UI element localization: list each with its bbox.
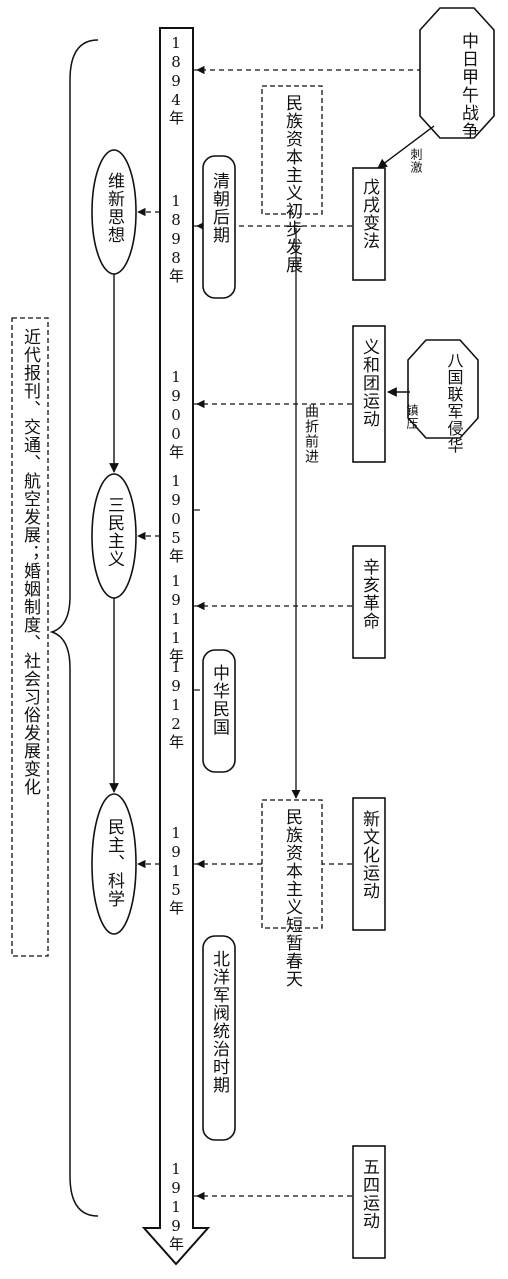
year-label-1894: 1894年	[167, 34, 185, 126]
three-principles-node	[91, 473, 137, 599]
republic-of-china-label: 中华民国	[209, 664, 230, 736]
new-culture-movement-node	[352, 797, 386, 931]
year-ticks	[193, 69, 200, 1197]
hundred-days-reform-label: 戊戌变法	[359, 178, 380, 250]
sino-japanese-war-label: 中日甲午战争	[458, 32, 479, 140]
stimulate-label: 刺激	[409, 148, 423, 174]
beiyang-warlords-node	[202, 935, 236, 1141]
initial-capitalism-label: 民族资本主义初步发展	[282, 94, 303, 274]
brief-spring-node	[261, 799, 323, 929]
year-label-1912: 1912年	[167, 658, 185, 750]
society-summary-label: 近代报刊、交通、航空发展；婚姻制度、社会习俗发展变化	[20, 328, 41, 796]
boxer-movement-node	[352, 325, 386, 463]
democracy-science-label: 民主、科学	[104, 818, 125, 908]
new-culture-movement-label: 新文化运动	[359, 810, 380, 900]
boxer-movement-label: 义和团运动	[359, 338, 380, 428]
year-label-1919: 1919年	[167, 1160, 185, 1252]
year-label-1905: 1905年	[167, 472, 185, 564]
left-brace	[49, 39, 99, 1217]
timeline-arrow	[141, 27, 211, 1266]
may-fourth-movement-node	[352, 1145, 386, 1259]
eight-nation-alliance-node	[407, 339, 479, 439]
eight-nation-alliance-label: 八国联军侵华	[445, 352, 464, 454]
republic-of-china-node	[202, 649, 236, 773]
late-qing-period-node	[202, 155, 236, 299]
sino-japanese-war-node	[419, 7, 495, 139]
tortuous-progress-label: 曲折前进	[303, 404, 319, 464]
year-label-1911: 1911年	[167, 572, 185, 664]
beiyang-warlords-label: 北洋军阀统治时期	[209, 950, 230, 1094]
reform-thought-label: 维新思想	[104, 172, 125, 244]
xinhai-revolution-label: 辛亥革命	[359, 558, 380, 630]
society-summary-node	[11, 317, 49, 957]
year-label-1898: 1898年	[167, 192, 185, 284]
three-principles-label: 三民主义	[104, 496, 125, 568]
xinhai-revolution-node	[352, 545, 386, 659]
late-qing-period-label: 清朝后期	[209, 172, 230, 244]
democracy-science-node	[91, 793, 137, 935]
may-fourth-movement-label: 五四运动	[359, 1158, 380, 1230]
suppress-label: 镇压	[405, 404, 419, 430]
year-label-1915: 1915年	[167, 824, 185, 916]
stimulate-arrow	[377, 125, 435, 169]
initial-capitalism-node	[261, 85, 323, 215]
brief-spring-label: 民族资本主义短暂春天	[282, 808, 303, 988]
year-label-1900: 1900年	[167, 368, 185, 460]
hundred-days-reform-node	[352, 167, 386, 281]
